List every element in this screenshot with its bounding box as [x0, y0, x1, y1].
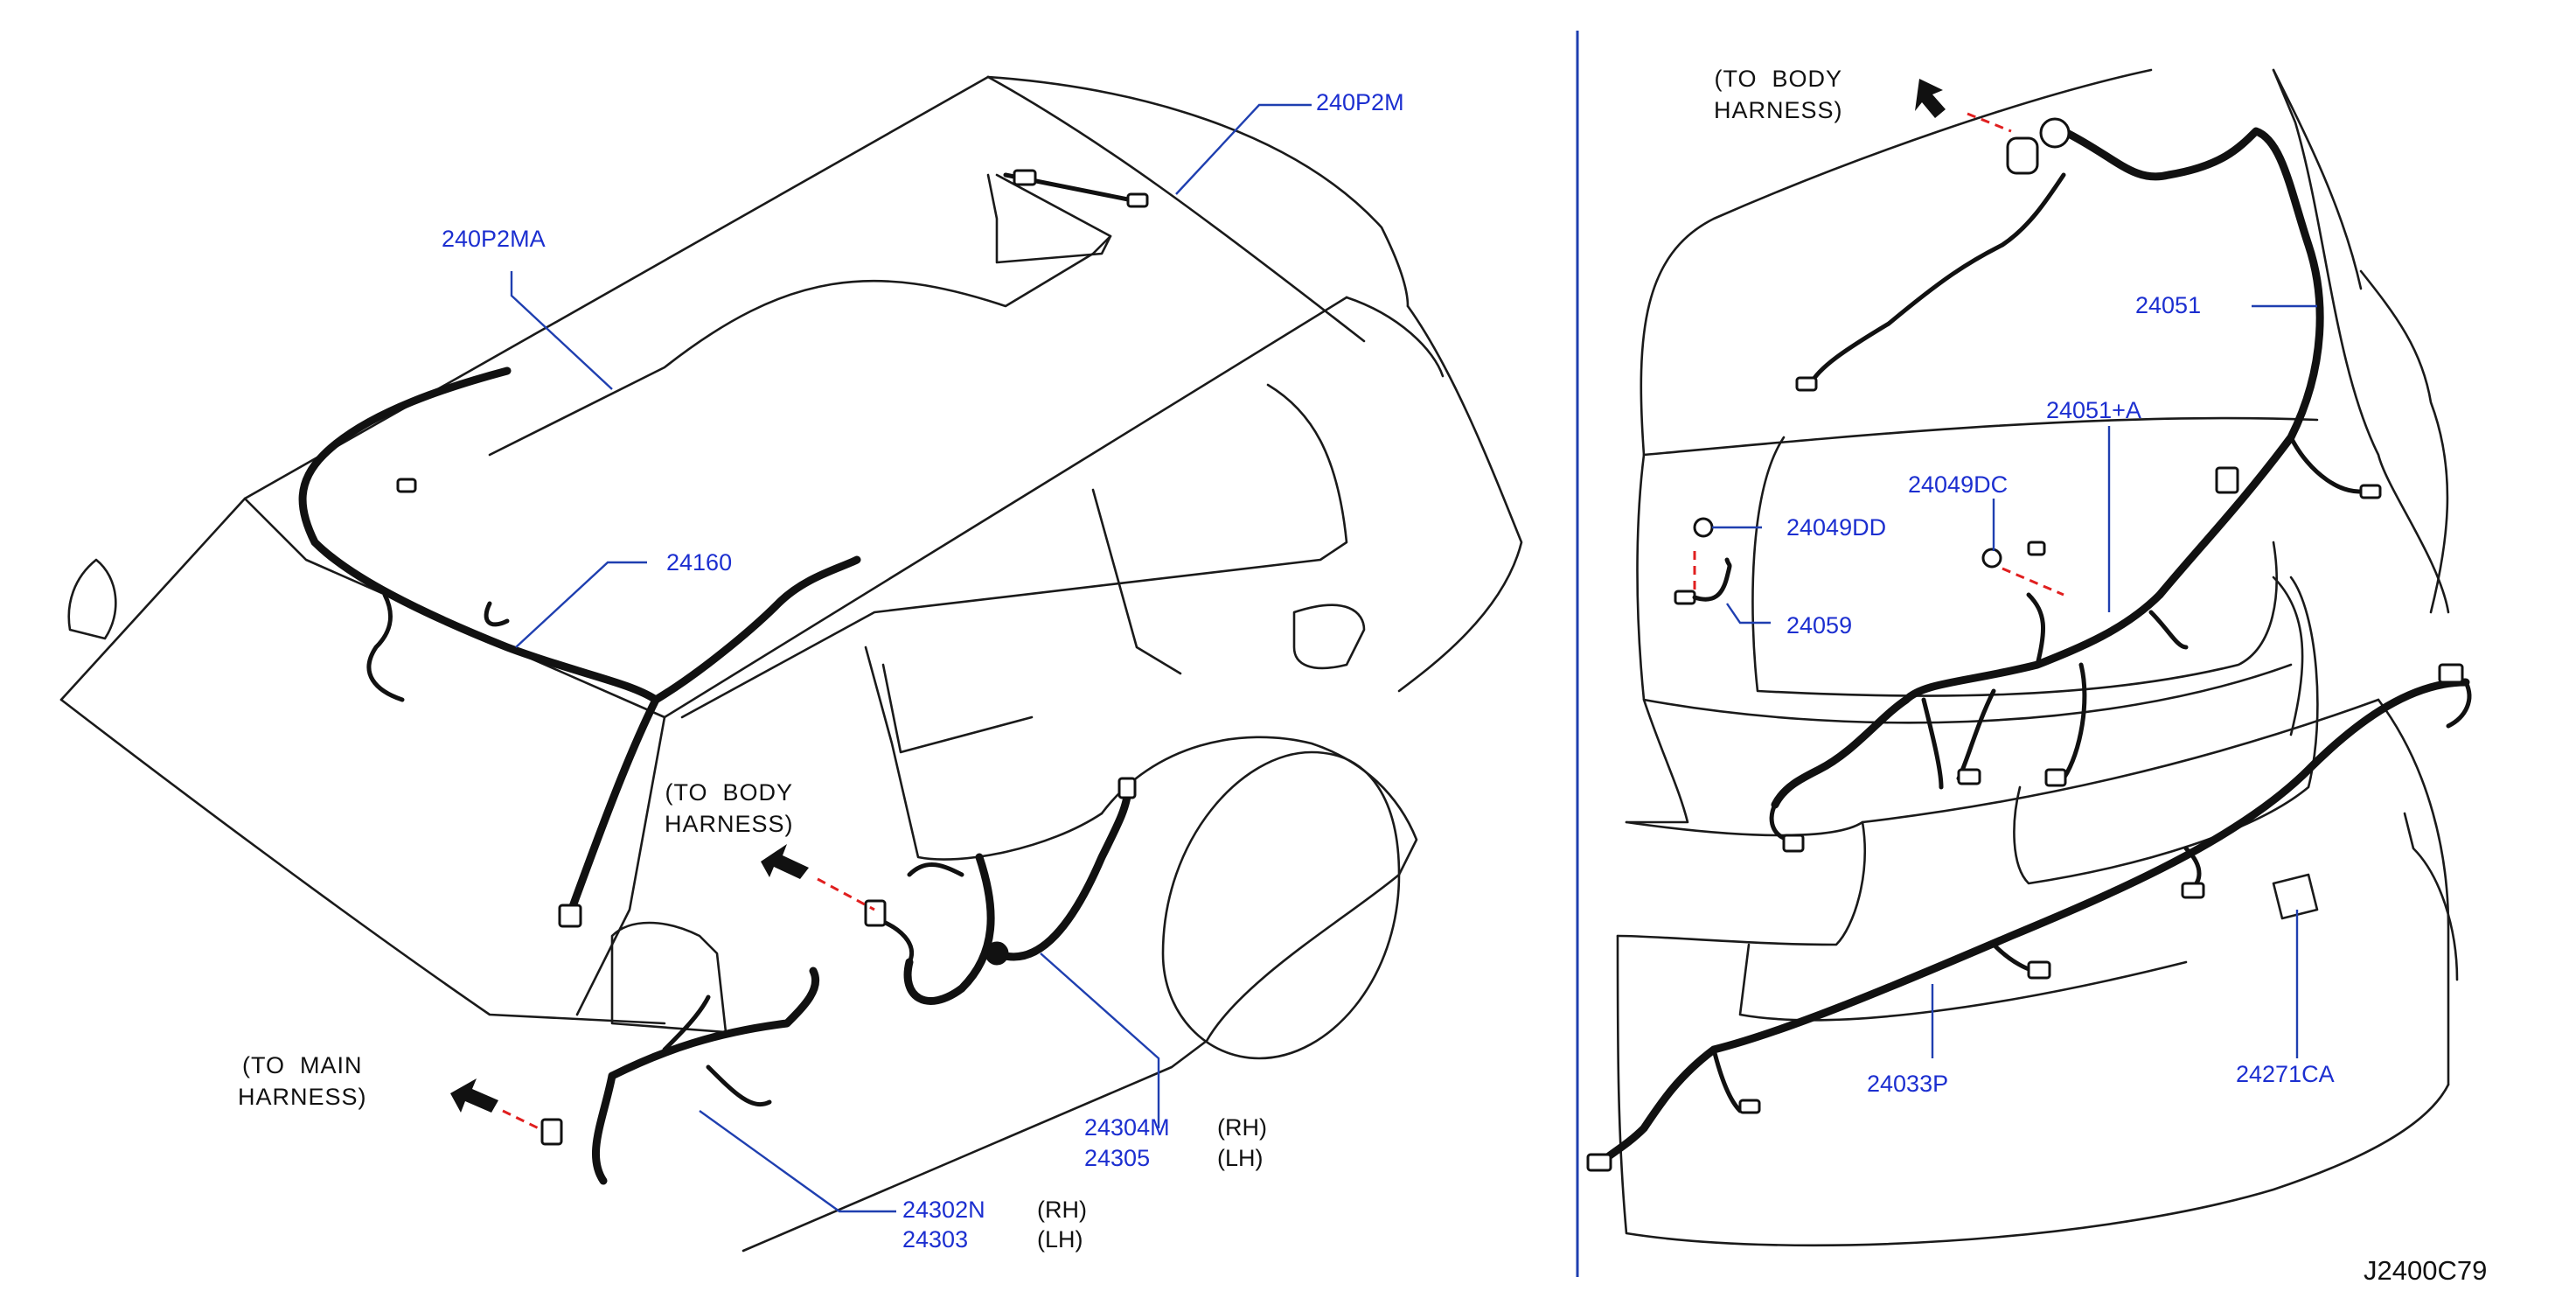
right-direction-arrows: [1693, 79, 2064, 597]
part-number-24059: 24059: [1786, 612, 1853, 639]
part-number-24049dd: 24049DD: [1786, 514, 1887, 541]
connector-icon: [2006, 136, 2039, 175]
side-lh-24303: (LH): [1037, 1226, 1083, 1253]
right-connectors: [1586, 117, 2464, 1172]
part-number-24051: 24051: [2135, 292, 2202, 318]
note-to-body-harness-left: (TO BODY HARNESS): [665, 779, 794, 838]
connector-icon: [1738, 1099, 1761, 1114]
left-leader-lines: [510, 103, 1312, 1213]
left-connectors: [396, 169, 1149, 1146]
drawing-code: J2400C79: [2364, 1255, 2488, 1286]
connector-icon: [864, 899, 887, 927]
connector-icon: [1795, 376, 1818, 392]
grommet-icon: [985, 941, 1009, 966]
part-number-24303: 24303: [902, 1226, 969, 1253]
part-number-24033p: 24033P: [1867, 1071, 1949, 1097]
left-direction-arrows: [450, 844, 875, 1132]
part-number-240p2m: 240P2M: [1316, 89, 1404, 115]
connector-icon: [1674, 590, 1696, 605]
side-lh-24305: (LH): [1217, 1145, 1264, 1171]
grommet-icon: [1693, 517, 1714, 538]
connector-icon: [1117, 777, 1137, 799]
connector-icon: [2044, 768, 2067, 787]
right-harness-tailgate: [1769, 127, 2372, 842]
connector-icon: [2215, 466, 2239, 494]
part-number-24049dc: 24049DC: [1908, 471, 2009, 498]
side-rh-24302n: (RH): [1037, 1197, 1087, 1223]
right-leader-lines: [1712, 304, 2317, 1058]
connector-icon: [2359, 484, 2382, 499]
direction-arrow-icon: [450, 1078, 498, 1113]
part-number-24305: 24305: [1084, 1145, 1151, 1171]
connector-icon: [1013, 169, 1037, 186]
right-harness-bumper: [1596, 678, 2472, 1168]
connector-icon: [540, 1118, 563, 1146]
connector-icon: [2438, 663, 2464, 684]
grommet-icon: [2039, 117, 2071, 149]
side-rh-24304m: (RH): [1217, 1114, 1267, 1141]
part-number-240p2ma: 240P2MA: [442, 226, 546, 252]
connector-icon: [1782, 834, 1805, 853]
part-number-24302n: 24302N: [902, 1197, 985, 1223]
direction-arrow-icon: [761, 844, 809, 879]
connector-icon: [2027, 541, 2046, 556]
connector-icon: [1957, 768, 1981, 785]
connector-icon: [1126, 192, 1149, 208]
connector-icon: [2027, 960, 2051, 980]
connector-icon: [396, 478, 417, 493]
part-number-24271ca: 24271CA: [2236, 1061, 2335, 1087]
part-number-24160: 24160: [666, 549, 733, 576]
note-to-main-harness: (TO MAIN HARNESS): [238, 1052, 367, 1111]
left-harness-roof: [298, 172, 1139, 923]
connector-icon: [558, 904, 582, 928]
note-to-body-harness-right: (TO BODY HARNESS): [1714, 66, 1843, 124]
grommet-icon: [1981, 548, 2002, 569]
direction-arrow-icon: [1915, 79, 1946, 118]
part-number-24304m: 24304M: [1084, 1114, 1170, 1141]
left-harness-quarter: [591, 783, 1132, 1185]
connector-icon: [1586, 1153, 1612, 1172]
part-number-24051a: 24051+A: [2046, 397, 2141, 423]
connector-icon: [2181, 882, 2205, 899]
